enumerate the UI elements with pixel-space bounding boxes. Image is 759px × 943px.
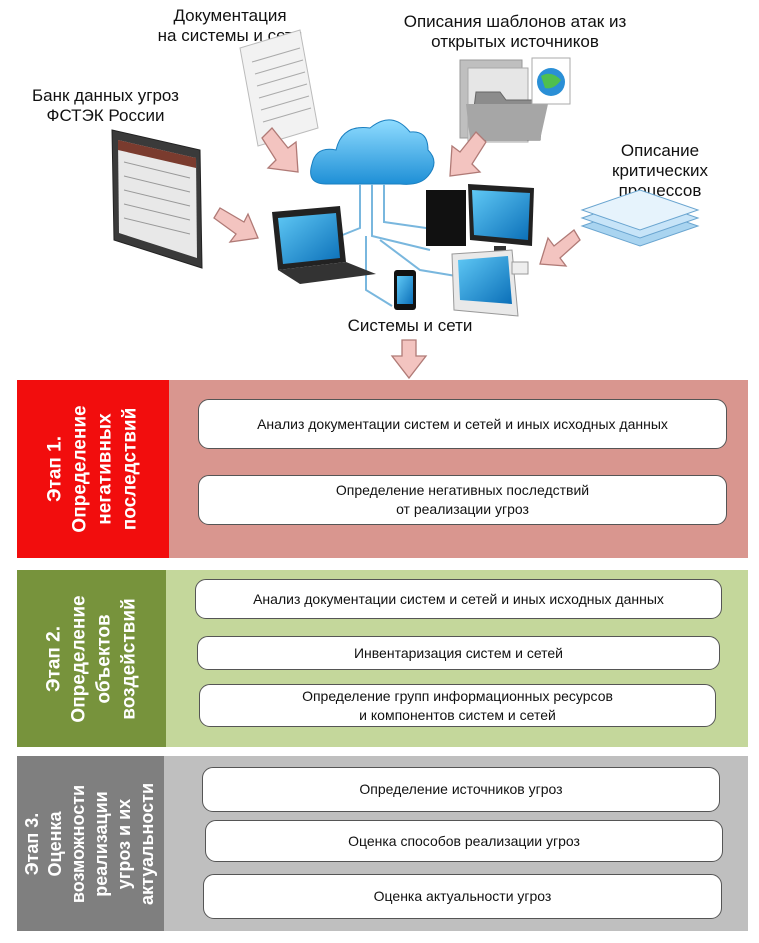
arrow-from-documentation-icon — [261, 127, 299, 173]
source-label-attack-templates: Описания шаблонов атак из открытых источ… — [403, 12, 627, 51]
stage-1-step-2: Определение негативных последствий от ре… — [198, 475, 727, 525]
documentation-sheet-icon — [239, 29, 319, 147]
laptop-icon — [272, 206, 376, 284]
stage-3-side: Этап 3. Оценка возможности реализации уг… — [17, 756, 164, 931]
stage-2-step-1: Анализ документации систем и сетей и ины… — [195, 579, 722, 619]
arrow-down-to-stages-icon — [390, 339, 428, 380]
stage-3-step-3: Оценка актуальности угроз — [203, 874, 722, 919]
stage-1-step-1: Анализ документации систем и сетей и ины… — [198, 399, 727, 449]
stage-3-step-1: Определение источников угроз — [202, 767, 720, 812]
stacked-papers-icon — [580, 189, 700, 247]
arrow-from-attack-templates-icon — [449, 131, 487, 177]
stage-1: Этап 1. Определение негативных последств… — [17, 380, 748, 558]
fstec-bank-screen-icon — [111, 129, 203, 269]
tablet-icon — [451, 249, 529, 317]
source-label-critical-processes: Описание критических процессов — [612, 141, 708, 200]
folder-globe-icon — [459, 57, 571, 143]
phone-icon — [394, 270, 416, 310]
desktop-computer-icon — [426, 184, 534, 254]
stage-1-side: Этап 1. Определение негативных последств… — [17, 380, 169, 558]
stage-2-step-3: Определение групп информационных ресурсо… — [199, 684, 716, 727]
arrow-from-fstec-bank-icon — [213, 207, 259, 243]
stage-2-step-2: Инвентаризация систем и сетей — [197, 636, 720, 670]
arrow-from-critical-processes-icon — [539, 229, 581, 267]
systems-illustration — [111, 29, 700, 380]
stage-3-title: Этап 3. Оценка возможности реализации уг… — [22, 782, 158, 905]
stage-2-title: Этап 2. Определение объектов воздействий — [43, 594, 140, 723]
network-cables — [329, 184, 457, 307]
stage-3-step-2: Оценка способов реализации угроз — [205, 820, 723, 862]
stage-3: Этап 3. Оценка возможности реализации уг… — [17, 756, 748, 931]
cloud-icon — [310, 119, 435, 185]
stage-2: Этап 2. Определение объектов воздействий… — [17, 570, 748, 747]
systems-and-networks-label: Системы и сети — [347, 316, 473, 335]
stage-1-title: Этап 1. Определение негативных последств… — [44, 405, 141, 533]
source-label-fstec-bank: Банк данных угроз ФСТЭК России — [32, 86, 179, 125]
stage-2-side: Этап 2. Определение объектов воздействий — [17, 570, 166, 747]
